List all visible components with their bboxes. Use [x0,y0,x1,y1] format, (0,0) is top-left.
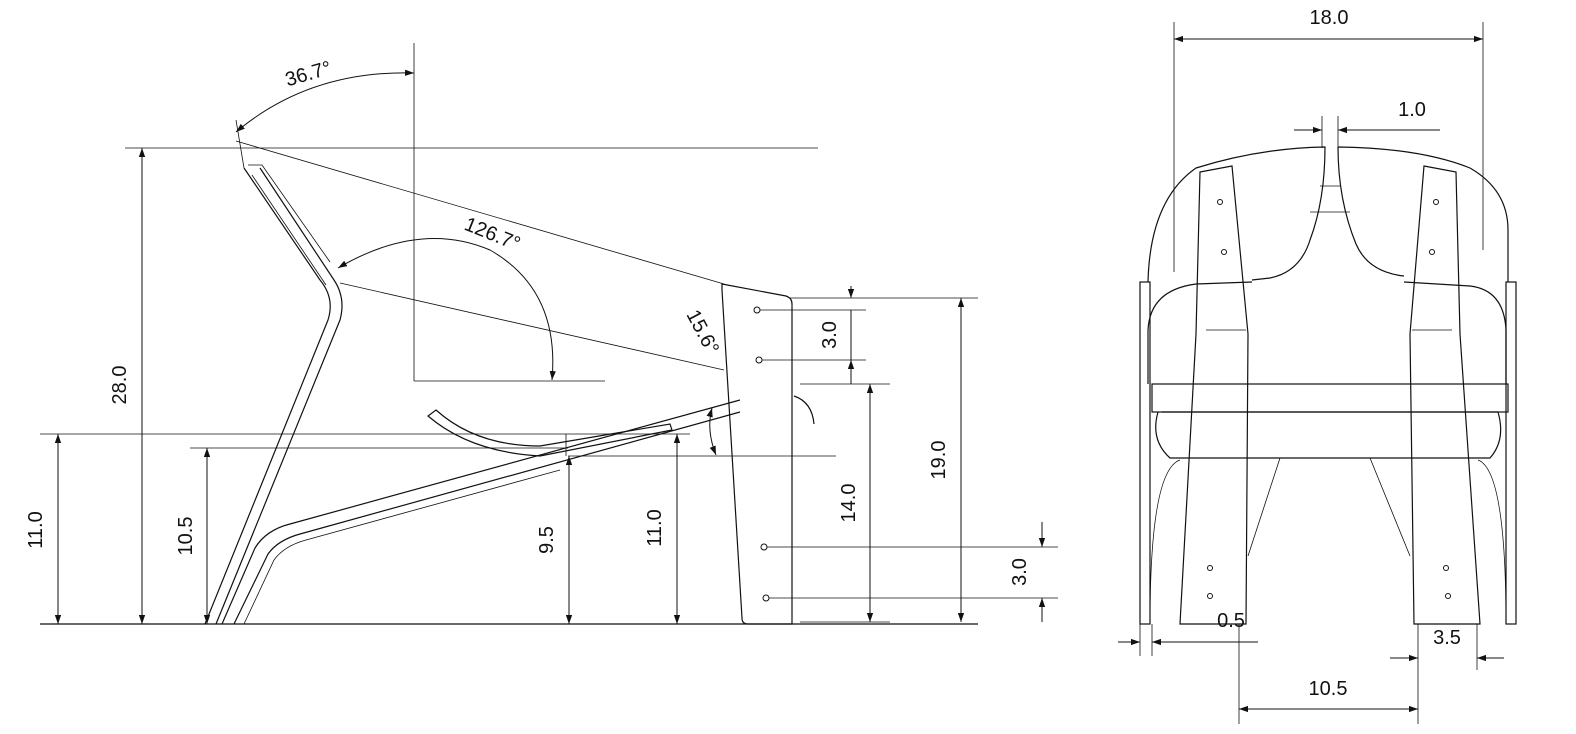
arm-frame-right [1403,281,1507,384]
backrest-reference-line [235,140,725,285]
back-post-inner [215,167,343,625]
back-post-groove [251,174,327,286]
dim-label-back-gap: 1.0 [1398,99,1426,121]
back-post-top-cap [248,164,331,263]
runner-outer [221,399,741,625]
back-post-outer [204,167,331,625]
dim-label-lower-offset: 14.0 [838,484,860,523]
seat-pan [1155,411,1502,459]
fv-hole-2 [1221,249,1227,255]
hole-upper-1 [753,306,761,314]
backrest-left-half [1147,146,1326,283]
angle-label-back-rake: 36.7° [283,57,334,91]
seat-rail-top [1151,383,1509,413]
seat-profile [427,409,673,457]
dim-label-seat-mid: 11.0 [644,509,666,546]
dim-label-overall-width: 18.0 [1310,7,1349,29]
dim-label-arm-height: 11.0 [25,511,47,548]
angle-arc-126 [337,237,556,381]
angle-arc-36 [235,69,415,133]
side-runner-left [1139,281,1151,625]
side-runner-right [1505,281,1517,625]
hole-lower-2 [762,594,770,602]
fv-hole-1 [1217,199,1223,205]
brace-right [1369,457,1411,557]
hole-lower-1 [760,543,768,551]
dim-label-seat-front: 10.5 [175,517,197,556]
runner-curve-right [1477,459,1507,625]
hole-upper-2 [755,356,763,364]
fv-hole-7 [1443,565,1449,571]
side-panel-hook [793,395,815,425]
side-view: 36.7° 126.7° 15.6° 11.0 28.0 10.5 9.5 11… [25,43,1058,625]
dim-label-hole-spacing: 3.0 [819,321,841,349]
runner-inner [233,411,741,625]
backrest-right-half [1337,146,1509,282]
dim-label-overall-height: 28.0 [109,366,131,405]
seat-back-reference-line [339,282,725,371]
brace-left [1247,457,1281,557]
angle-label-seat-back: 126.7° [461,213,523,255]
runner-curve-left [1149,459,1181,625]
front-view: 18.0 1.0 0.5 3.5 10.5 [1118,7,1517,724]
angle-label-seat-tilt: 15.6° [682,306,723,358]
front-leg-right [1409,165,1481,625]
arm-frame-left [1147,281,1253,384]
back-rake-leader [235,119,245,169]
fv-hole-8 [1445,593,1451,599]
dim-label-seat-rear: 9.5 [536,526,558,554]
dim-label-leg-spacing: 10.5 [1309,678,1348,700]
dim-label-panel-height: 19.0 [928,441,950,480]
runner-groove [243,469,561,625]
fv-hole-4 [1429,249,1435,255]
dim-label-lower-spacing: 3.0 [1009,558,1031,586]
fv-hole-5 [1207,565,1213,571]
front-leg-left [1179,165,1249,625]
dim-label-leg-width: 3.5 [1433,627,1461,649]
fv-hole-3 [1433,199,1439,205]
angle-arc-15 [706,407,717,456]
fv-hole-6 [1207,593,1213,599]
side-panel [721,283,793,625]
dim-label-frame-offset: 0.5 [1217,610,1245,632]
